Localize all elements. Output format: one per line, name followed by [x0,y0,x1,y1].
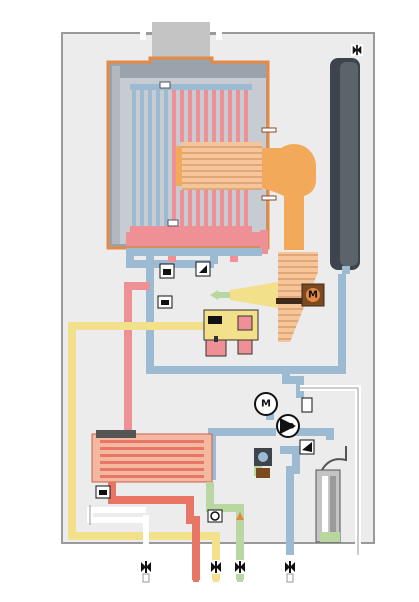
heat-exchanger-tubes [130,84,252,232]
fan-motor: M [301,283,325,307]
circulation-pump: e [276,414,300,438]
flame-sensor-electrode [261,195,277,201]
ignition-electrode [261,127,277,133]
burner [182,142,262,190]
diverter-valve [254,448,272,478]
flow-sensor-icon [207,509,223,523]
sensor-icon-1 [159,263,175,279]
isolation-valve-return-icon [283,560,297,574]
circulation-pump-motor: M [254,392,278,416]
pump-motor-label: M [261,399,271,410]
gas-valve [203,309,259,357]
isolation-valve-gas-icon [139,560,153,574]
expansion-vessel [330,58,360,274]
sensor-icon-4 [299,439,315,455]
isolation-valve-flow-icon [209,560,223,574]
pump-label: e [288,421,295,432]
condensate-trap [315,446,347,543]
combustion-chamber [106,56,277,250]
pressure-relief-valve [301,397,313,413]
isolation-valve-cold-icon [233,560,247,574]
cold-water-filter [236,512,244,520]
air-inlet-arrow [210,290,218,300]
sensor-icon-2 [195,261,211,277]
plate-heat-exchanger [91,430,213,483]
expansion-vessel-valve-icon [351,44,363,56]
fan-assembly [210,252,318,342]
dhw-hot-outlet-pipe [108,482,200,580]
fan-motor-label: M [308,290,318,301]
flow-manifold [126,232,262,246]
sensor-icon-3 [157,295,173,309]
sensor-icon-5 [95,485,111,499]
venturi-mixer [230,282,278,308]
air-gas-duct [262,144,316,250]
gas-supply-pipe [68,322,220,580]
